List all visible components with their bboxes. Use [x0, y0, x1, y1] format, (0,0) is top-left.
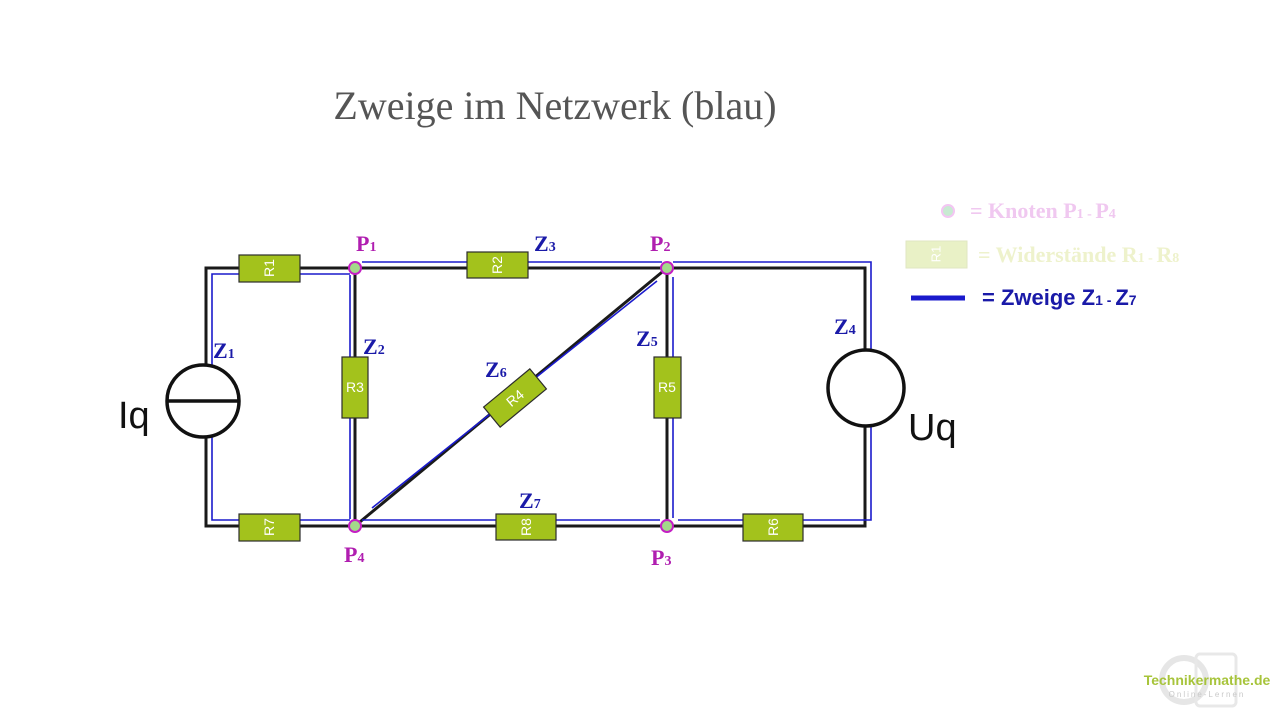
watermark-text: Technikermathe.de [1144, 672, 1271, 688]
resistor-r2: R2 [466, 251, 529, 279]
svg-text:R1: R1 [929, 246, 944, 263]
node-p3 [660, 519, 674, 533]
resistors: R1 R2 R3 R4 R5 R6 [238, 251, 804, 542]
branch-labels: Z1 Z2 Z3 Z4 Z5 Z6 Z7 [213, 231, 856, 513]
legend: = Knoten P1 - P4 R1 = Widerstände R1 - R… [905, 198, 1179, 310]
branch-label-z5: Z5 [636, 326, 658, 351]
voltage-source-label: Uq [908, 407, 957, 449]
gear-icon [1159, 655, 1209, 705]
node-p1 [348, 261, 362, 275]
resistor-r7: R7 [238, 513, 301, 542]
branch-label-z6: Z6 [485, 357, 507, 382]
watermark: Technikermathe.de Online-Lernen [1144, 652, 1271, 708]
watermark-subtext: Online-Lernen [1169, 690, 1246, 699]
svg-text:R7: R7 [261, 518, 277, 536]
calculator-icon [1194, 652, 1238, 708]
svg-text:R8: R8 [518, 518, 534, 536]
svg-text:R6: R6 [765, 518, 781, 536]
svg-text:R1: R1 [261, 259, 277, 277]
node-label-p3: P3 [651, 545, 671, 570]
node-p2 [660, 261, 674, 275]
resistor-r3: R3 [341, 356, 369, 419]
legend-resistor-swatch [905, 240, 968, 269]
branch-label-z3: Z3 [534, 231, 556, 256]
legend-node-swatch [941, 204, 955, 218]
resistor-r4: R4 [482, 368, 548, 428]
resistor-r6: R6 [742, 513, 804, 542]
current-source-label: Iq [118, 395, 150, 437]
node-p4 [348, 519, 362, 533]
svg-text:R5: R5 [658, 379, 676, 395]
voltage-source [826, 348, 906, 428]
branch-label-z2: Z2 [363, 334, 385, 359]
branch-label-z7: Z7 [519, 488, 541, 513]
svg-text:R3: R3 [346, 379, 364, 395]
node-label-p4: P4 [344, 542, 364, 567]
svg-text:R2: R2 [489, 256, 505, 274]
resistor-r1: R1 [238, 254, 301, 283]
resistor-r5: R5 [653, 356, 682, 419]
page-title: Zweige im Netzwerk (blau) [333, 83, 777, 128]
branch-label-z4: Z4 [834, 314, 856, 339]
current-source [165, 363, 241, 439]
branch-label-z1: Z1 [213, 338, 235, 363]
legend-branches-text: = Zweige Z1 - Z7 [982, 285, 1137, 310]
legend-nodes-text: = Knoten P1 - P4 [970, 198, 1116, 223]
nodes [348, 261, 674, 533]
legend-resistors-text: = Widerstände R1 - R8 [978, 242, 1179, 267]
node-label-p2: P2 [650, 231, 670, 256]
resistor-r8: R8 [495, 513, 557, 541]
node-labels: P1 P2 P3 P4 [344, 231, 671, 570]
node-label-p1: P1 [356, 231, 376, 256]
